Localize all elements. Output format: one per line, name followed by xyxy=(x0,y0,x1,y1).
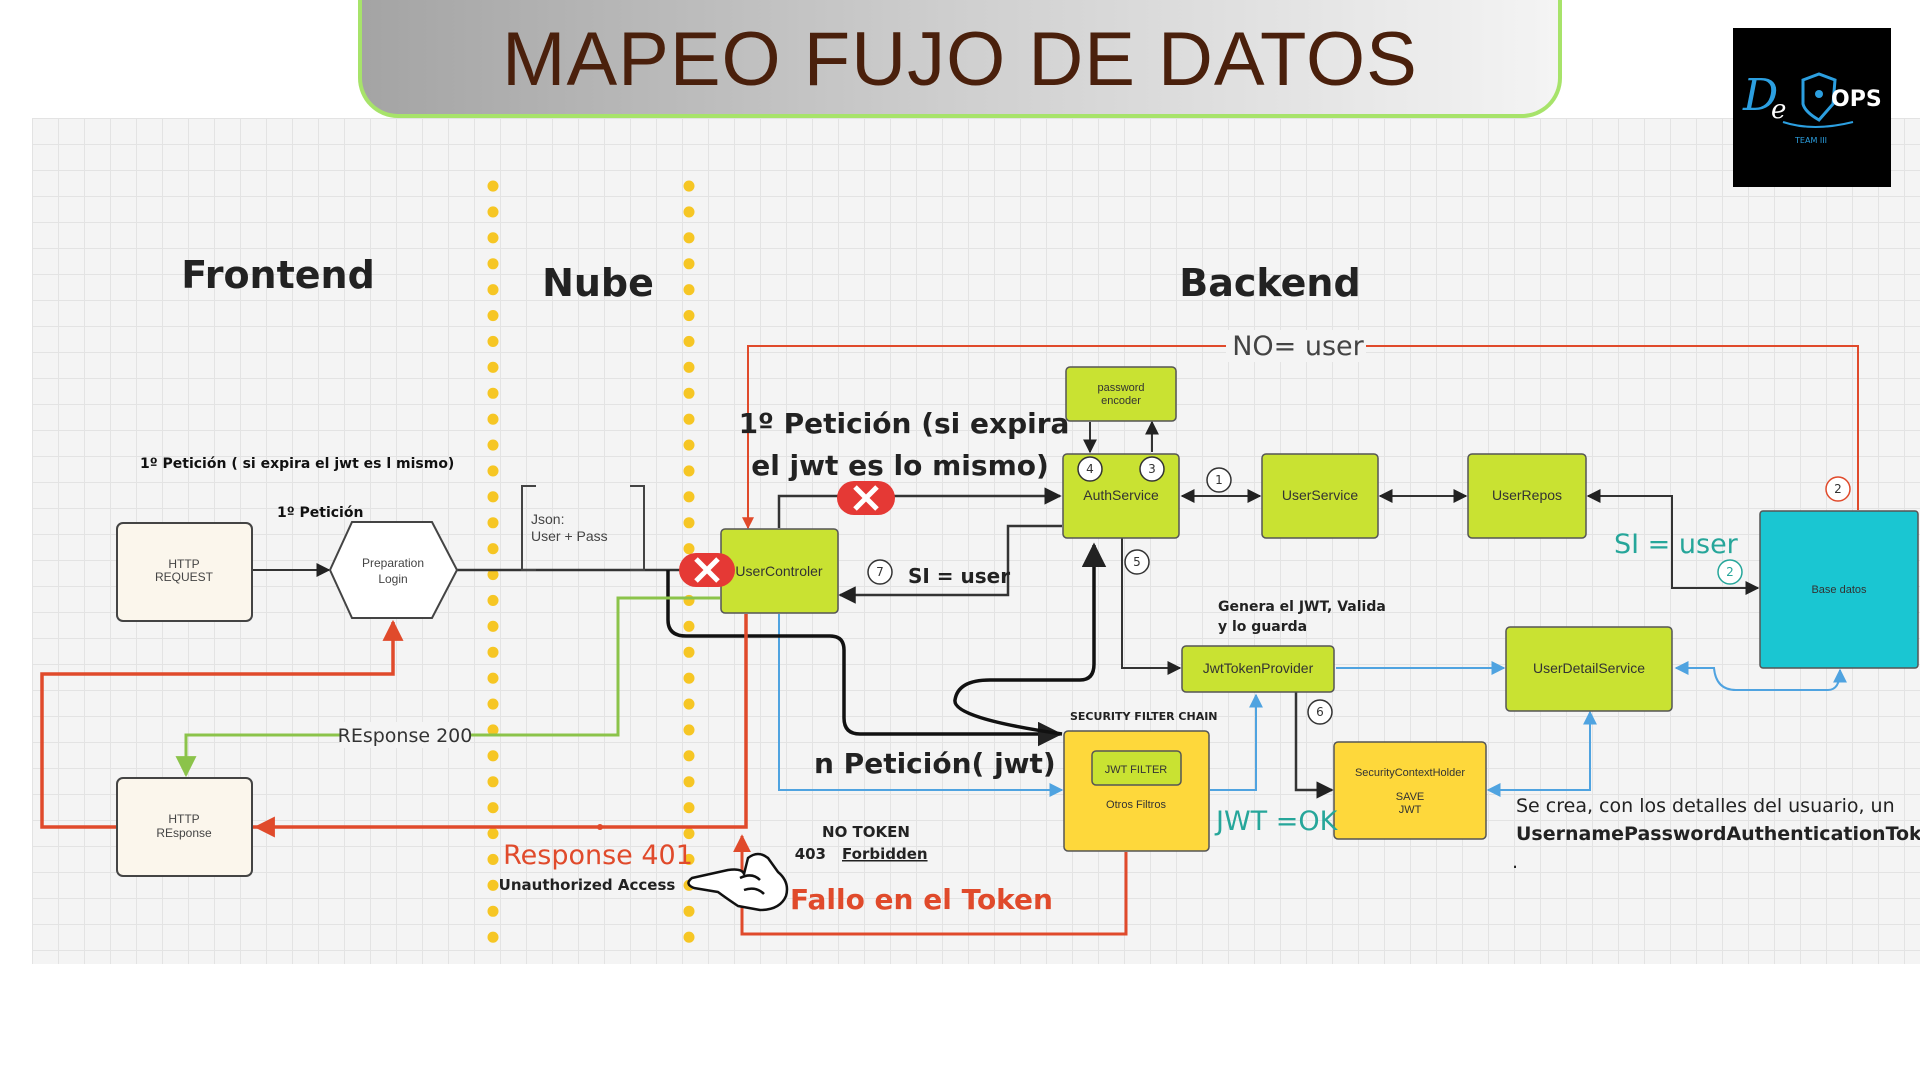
step-3: 3 xyxy=(1148,462,1156,476)
security-context-line1: SecurityContextHolder xyxy=(1355,767,1465,779)
response-200-label: REsponse 200 xyxy=(338,725,473,747)
preparation-login-line1: Preparation xyxy=(362,556,424,570)
no-token-label: NO TOKEN xyxy=(822,823,910,841)
shield-icon xyxy=(1801,72,1837,122)
jwt-filter-block xyxy=(1063,730,1210,852)
blocked-x-icon xyxy=(679,553,735,587)
step-6: 6 xyxy=(1316,705,1324,719)
json-line2: User + Pass xyxy=(531,528,608,544)
json-line1: Json: xyxy=(531,511,564,527)
otros-filtros-label: Otros Filtros xyxy=(1106,799,1166,811)
arrow-auth-to-controller xyxy=(838,524,1062,604)
si-user-right-label: SI = user xyxy=(1614,529,1739,560)
jwt-filter-label: JWT FILTER xyxy=(1105,764,1168,776)
security-context-line2: SAVE xyxy=(1396,791,1425,803)
blocked-x-icon xyxy=(837,481,895,515)
step-1: 1 xyxy=(1215,473,1223,487)
http-request-line2: REQUEST xyxy=(155,570,214,584)
logo-team: TEAM III xyxy=(1794,136,1827,145)
pointing-hand-icon xyxy=(687,852,789,912)
http-request-line1: HTTP xyxy=(168,557,199,571)
devops-logo: D e OPS TEAM III xyxy=(1733,28,1891,187)
genera-jwt-line2: y lo guarda xyxy=(1218,619,1307,635)
user-service-node xyxy=(1261,453,1379,539)
password-encoder-node xyxy=(1065,366,1177,422)
no-user-label: NO= user xyxy=(1232,331,1364,362)
preparation-login-node xyxy=(328,521,459,619)
user-detail-service-node xyxy=(1505,626,1673,712)
preparation-login-line2: Login xyxy=(378,572,407,586)
password-encoder-line1: password xyxy=(1097,382,1144,394)
user-controler-label: UserControler xyxy=(735,563,822,579)
user-detail-service-label: UserDetailService xyxy=(1533,660,1645,676)
base-datos-node xyxy=(1759,510,1919,669)
title-banner: MAPEO FUJO DE DATOS xyxy=(358,0,1562,118)
step-2-teal: 2 xyxy=(1726,565,1734,579)
auth-service-label: AuthService xyxy=(1083,487,1159,503)
json-bracket xyxy=(521,485,645,571)
arrow-controller-to-auth xyxy=(777,487,1062,528)
http-response-line2: REsponse xyxy=(156,826,212,840)
se-crea-label: Se crea, con los detalles del usuario, u… xyxy=(1516,795,1895,817)
security-context-holder-node xyxy=(1333,741,1487,840)
fallo-token-label: Fallo en el Token xyxy=(790,883,1053,916)
user-service-label: UserService xyxy=(1282,487,1358,503)
response-401-label: Response 401 xyxy=(503,840,693,871)
http-response-node xyxy=(116,777,253,877)
n-request-label: n Petición( jwt) xyxy=(814,747,1056,780)
section-backend: Backend xyxy=(1179,261,1360,305)
step-4: 4 xyxy=(1086,462,1094,476)
section-nube: Nube xyxy=(542,261,654,305)
step-2-red: 2 xyxy=(1834,482,1842,496)
section-frontend: Frontend xyxy=(181,253,375,297)
page-title: MAPEO FUJO DE DATOS xyxy=(502,16,1418,102)
unauthorized-label: Unauthorized Access xyxy=(499,876,676,894)
logo-letter-d: D xyxy=(1742,70,1778,121)
si-user-left-label: SI = user xyxy=(908,564,1010,588)
jwt-ok-label: JWT =OK xyxy=(1214,806,1339,837)
base-datos-label: Base datos xyxy=(1811,584,1867,596)
user-repos-label: UserRepos xyxy=(1492,487,1562,503)
forbidden-label: Forbidden xyxy=(842,845,928,863)
jwt-token-provider-label: JwtTokenProvider xyxy=(1203,660,1314,676)
dot-label: . xyxy=(1512,851,1518,873)
forbidden-code: 403 xyxy=(795,845,826,863)
http-response-line1: HTTP xyxy=(168,812,199,826)
logo-letter-e: e xyxy=(1771,95,1786,125)
username-token-label: UsernamePasswordAuthenticationToken xyxy=(1516,823,1920,845)
first-request-label: 1º Petición xyxy=(277,505,363,521)
user-repos-node xyxy=(1467,453,1587,539)
first-request-big-line1: 1º Petición (si expira xyxy=(739,407,1070,440)
genera-jwt-line1: Genera el JWT, Valida xyxy=(1218,599,1386,615)
logo-ops: OPS xyxy=(1831,87,1882,112)
http-request-node xyxy=(116,522,253,622)
jwt-token-provider-node xyxy=(1181,645,1335,693)
password-encoder-line2: encoder xyxy=(1101,395,1141,407)
jwt-filter-node xyxy=(1091,750,1182,786)
step-5: 5 xyxy=(1133,555,1141,569)
first-request-note: 1º Petición ( si expira el jwt es l mism… xyxy=(140,456,454,472)
first-request-big-line2: el jwt es lo mismo) xyxy=(751,449,1049,482)
step-7: 7 xyxy=(876,565,884,579)
security-context-line3: JWT xyxy=(1399,804,1422,816)
security-filter-chain-label: SECURITY FILTER CHAIN xyxy=(1070,710,1218,723)
